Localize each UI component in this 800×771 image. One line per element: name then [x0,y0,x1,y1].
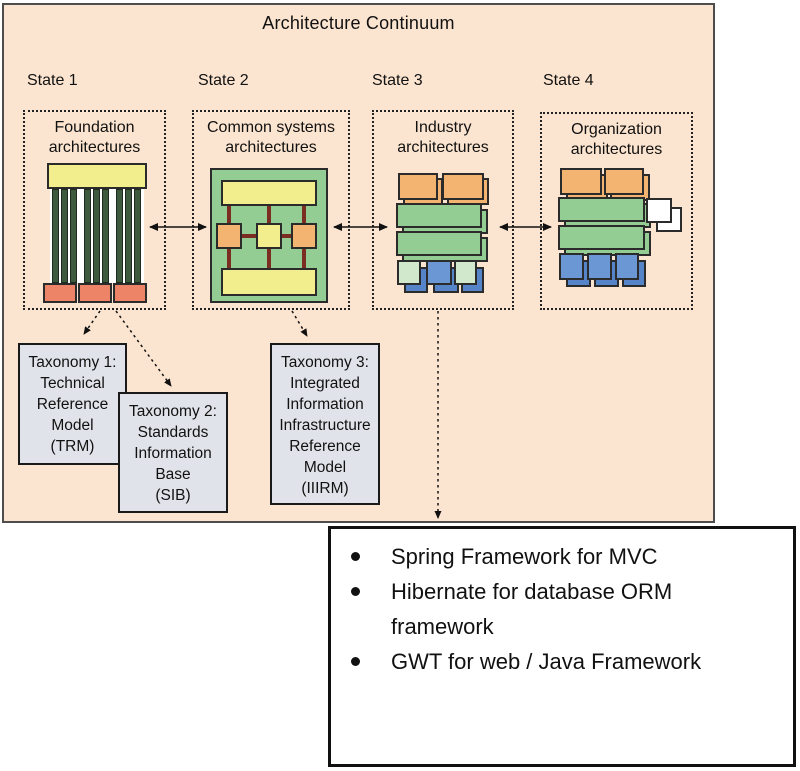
icon-shape [125,189,132,283]
icon-shape [559,253,584,280]
icon-shape [604,168,644,195]
industry-architectures-label: Industry architectures [397,119,489,156]
icon-shape [216,223,242,249]
diagram-title: Architecture Continuum [262,13,455,33]
icon-shape [227,248,231,270]
bullet-icon [351,587,360,596]
state-1-label: State 1 [27,72,78,89]
icon-shape [302,248,306,270]
icon-shape [558,197,645,222]
icon-shape [113,283,147,303]
icon-shape [93,189,100,283]
icon-shape [454,260,477,285]
icon-shape [256,223,282,249]
foundation-architectures-box: Foundation architectures [23,110,166,310]
icon-shape [558,225,645,250]
icon-shape [615,253,639,280]
list-item: Spring Framework for MVC [351,539,793,574]
icon-shape [70,189,77,283]
icon-shape [43,283,77,303]
state-3-label: State 3 [372,72,423,89]
icon-shape [280,234,293,238]
icon-shape [291,223,317,249]
frameworks-list: Spring Framework for MVC Hibernate for d… [331,529,793,679]
icon-shape [398,173,438,200]
industry-architectures-box: Industry architectures [372,110,514,310]
taxonomy-1-box: Taxonomy 1: Technical Reference Model (T… [18,343,127,465]
icon-shape [302,204,306,224]
taxonomy-2-box: Taxonomy 2: Standards Information Base (… [118,392,228,513]
icon-shape [442,173,484,200]
framework-item-text: GWT for web / Java Framework [391,649,702,674]
common-systems-architectures-label: Common systems architectures [206,119,336,156]
bullet-icon [351,657,360,666]
icon-shape [227,204,231,224]
state-4-label: State 4 [543,72,594,89]
icon-shape [646,198,672,223]
icon-shape [221,180,317,206]
icon-shape [267,204,271,224]
icon-shape [78,283,112,303]
icon-shape [587,253,612,280]
taxonomy-3-box: Taxonomy 3: Integrated Information Infra… [270,343,380,505]
icon-shape [267,248,271,270]
icon-shape [396,231,482,256]
icon-shape [52,189,59,283]
framework-item-text: Hibernate for database ORM framework [391,579,673,639]
list-item: Hibernate for database ORM framework [351,574,793,644]
foundation-architectures-label: Foundation architectures [48,119,141,156]
icon-shape [396,203,482,228]
icon-shape [84,189,91,283]
icon-shape [560,168,602,195]
organization-architectures-box: Organization architectures [540,112,693,310]
bullet-icon [351,552,360,561]
icon-shape [102,189,109,283]
framework-item-text: Spring Framework for MVC [391,544,658,569]
organization-architectures-label: Organization architectures [570,121,663,158]
icon-shape [47,163,147,189]
icon-shape [221,268,317,296]
icon-shape [240,234,258,238]
icon-shape [134,189,141,283]
frameworks-box: Spring Framework for MVC Hibernate for d… [328,526,796,767]
list-item: GWT for web / Java Framework [351,644,793,679]
icon-shape [426,260,452,285]
common-systems-architectures-box: Common systems architectures [192,110,350,310]
icon-shape [61,189,68,283]
state-2-label: State 2 [198,72,249,89]
icon-shape [116,189,123,283]
icon-shape [397,260,421,285]
